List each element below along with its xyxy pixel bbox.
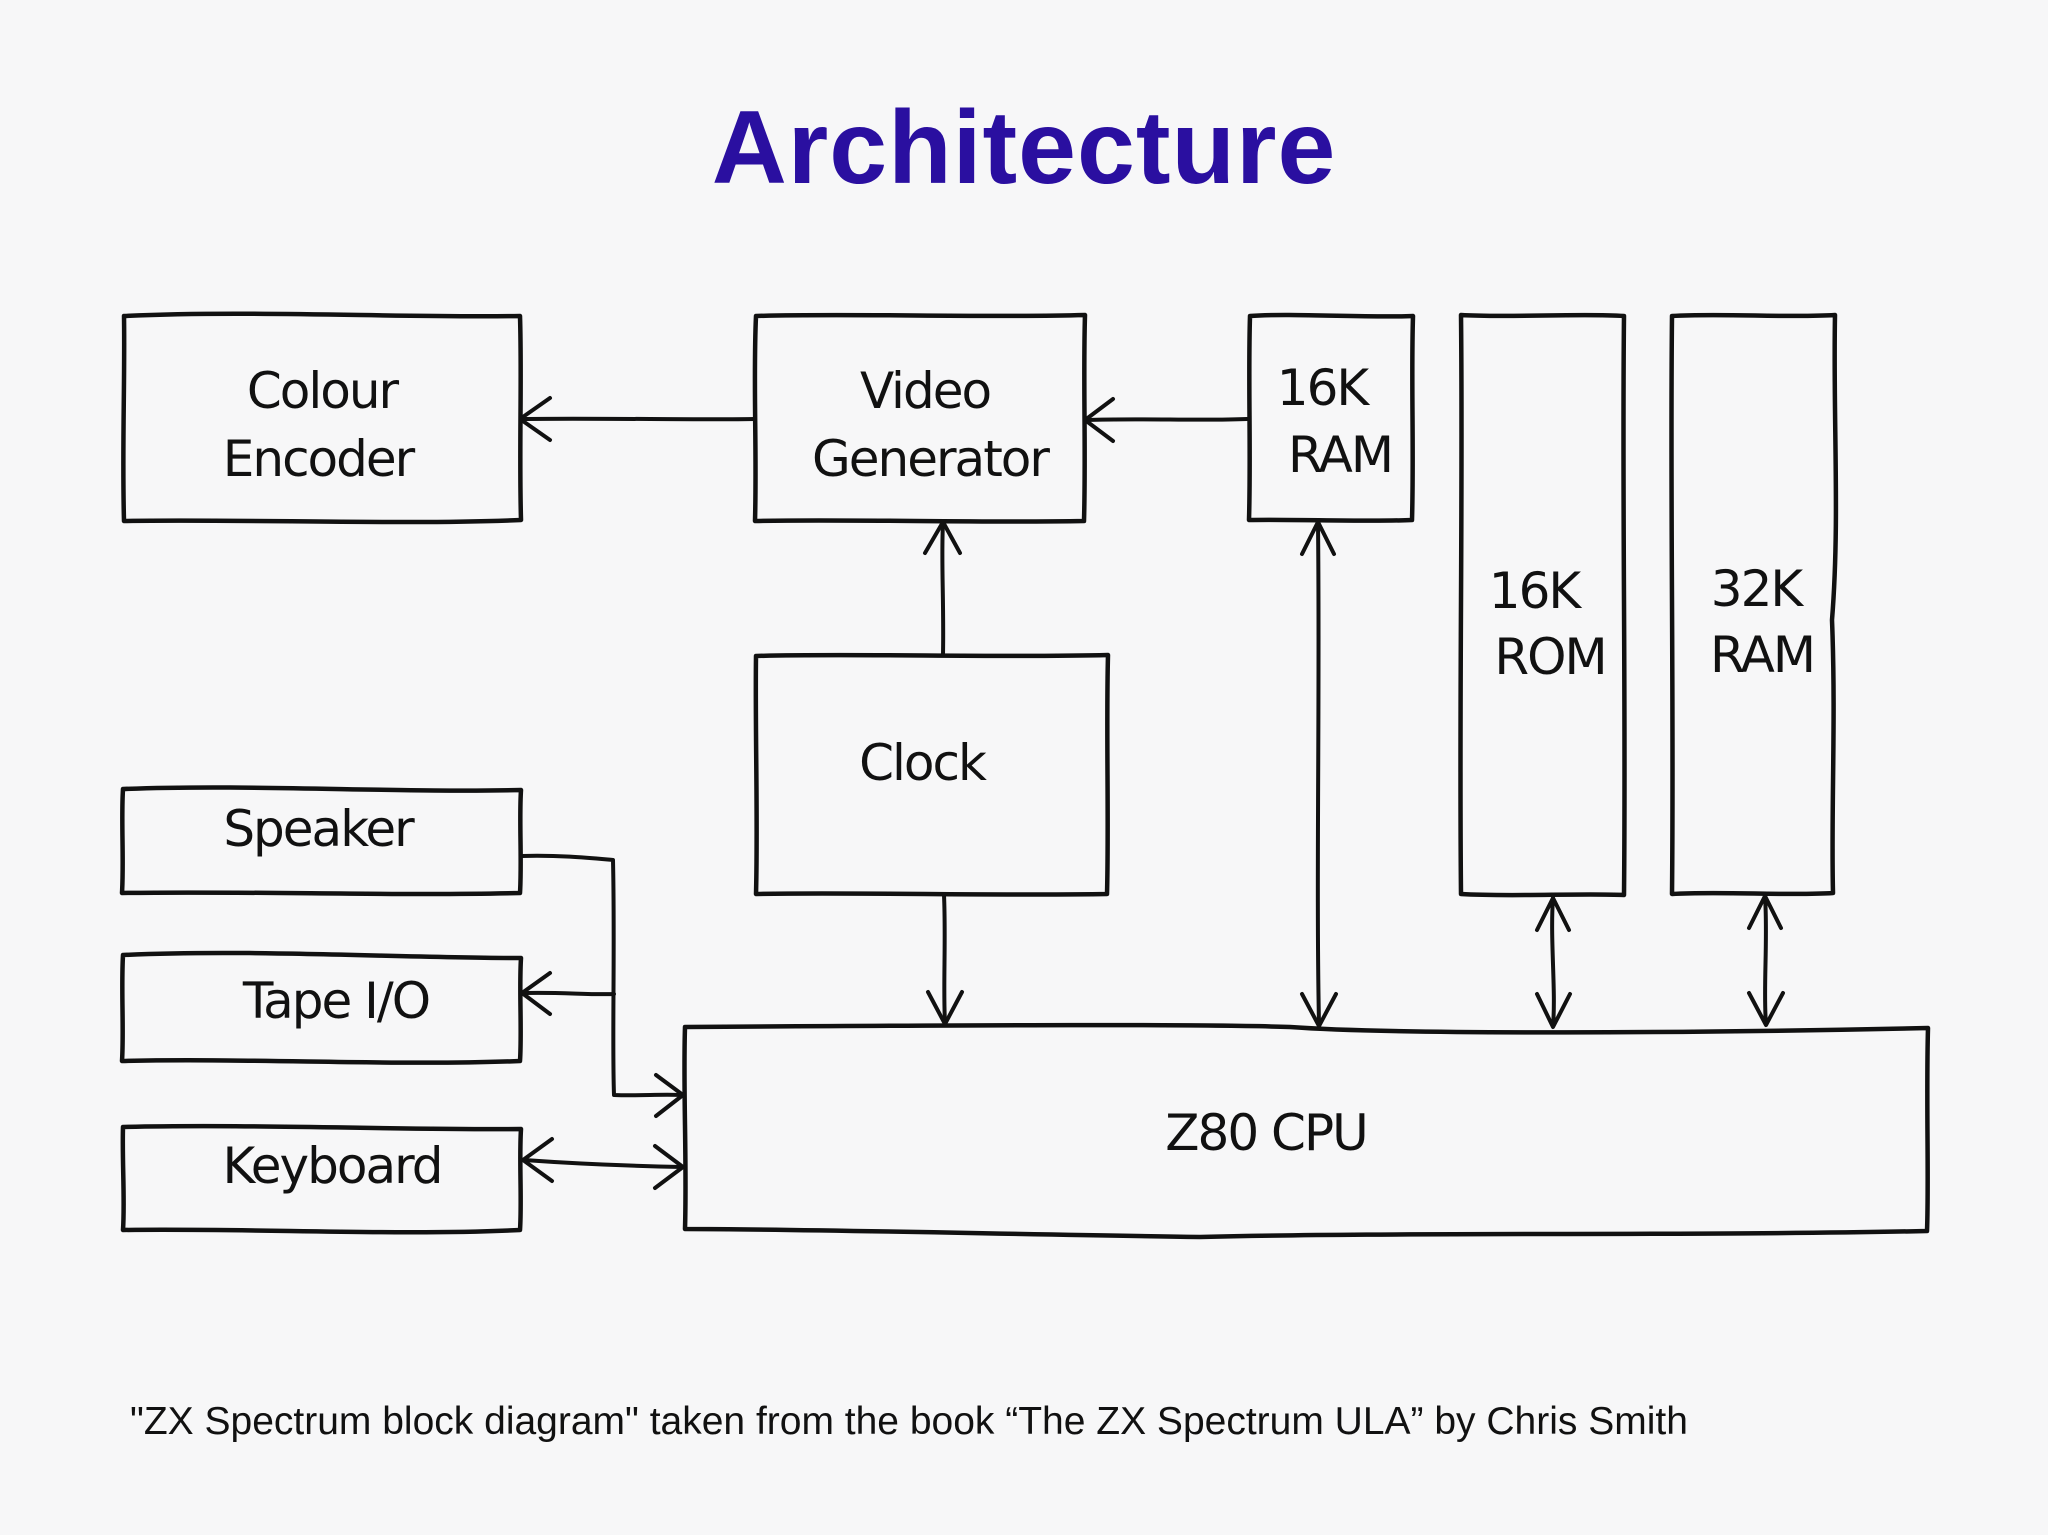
arrowhead-cpu-ram32	[1747, 991, 1785, 1027]
block-ram-16k: 16K RAM	[1246, 312, 1416, 523]
wire-speaker-bus	[520, 853, 682, 1098]
wire-video-to-colour	[520, 416, 757, 422]
label-encoder: Encoder	[223, 430, 416, 488]
label-16k-ram-type: RAM	[1288, 426, 1392, 484]
label-generator: Generator	[812, 430, 1050, 488]
wire-tape-bus	[522, 990, 616, 997]
label-16k-ram-size: 16K	[1277, 359, 1371, 417]
arrowhead-rom16-bottom	[1535, 896, 1571, 932]
block-video-generator: Video Generator	[752, 312, 1088, 524]
label-keyboard: Keyboard	[222, 1137, 441, 1195]
block-speaker: Speaker	[119, 785, 524, 897]
label-16k-rom-size: 16K	[1489, 562, 1583, 620]
wire-ram16-cpu	[1315, 522, 1321, 1026]
block-rom-16k: 16K ROM	[1458, 312, 1627, 898]
arrowhead-cpu-ram16	[1300, 992, 1338, 1028]
label-16k-rom-type: ROM	[1494, 628, 1605, 686]
block-colour-encoder: Colour Encoder	[121, 311, 524, 525]
wire-clock-to-video	[940, 521, 946, 657]
page-title: Architecture	[711, 90, 1337, 206]
block-keyboard: Keyboard	[120, 1123, 524, 1235]
label-z80-cpu: Z80 CPU	[1165, 1104, 1366, 1162]
label-32k-ram-size: 32K	[1711, 560, 1805, 618]
label-colour: Colour	[247, 362, 400, 420]
block-z80-cpu: Z80 CPU	[682, 1022, 1931, 1240]
label-speaker: Speaker	[223, 800, 415, 858]
arrowhead-cpu-keyboard	[653, 1144, 685, 1190]
diagram-caption: "ZX Spectrum block diagram" taken from t…	[130, 1400, 1688, 1443]
block-tape-io: Tape I/O	[119, 950, 524, 1065]
block-ram-32k: 32K RAM	[1669, 312, 1839, 897]
label-tape-io: Tape I/O	[242, 972, 429, 1030]
label-clock: Clock	[859, 734, 987, 792]
arrowhead-ram32-bottom	[1747, 894, 1783, 930]
arrowhead-keyboard	[521, 1137, 554, 1183]
wire-ram32-cpu	[1763, 894, 1768, 1026]
arrowhead-cpu-rom16	[1535, 992, 1572, 1029]
wire-ram16-to-video	[1085, 417, 1249, 422]
block-clock: Clock	[753, 652, 1111, 897]
label-32k-ram-type: RAM	[1710, 626, 1814, 684]
label-video: Video	[860, 362, 990, 420]
wire-clock-to-cpu	[942, 893, 947, 1024]
wire-keyboard-cpu	[522, 1158, 684, 1169]
wire-rom16-cpu	[1550, 896, 1556, 1028]
